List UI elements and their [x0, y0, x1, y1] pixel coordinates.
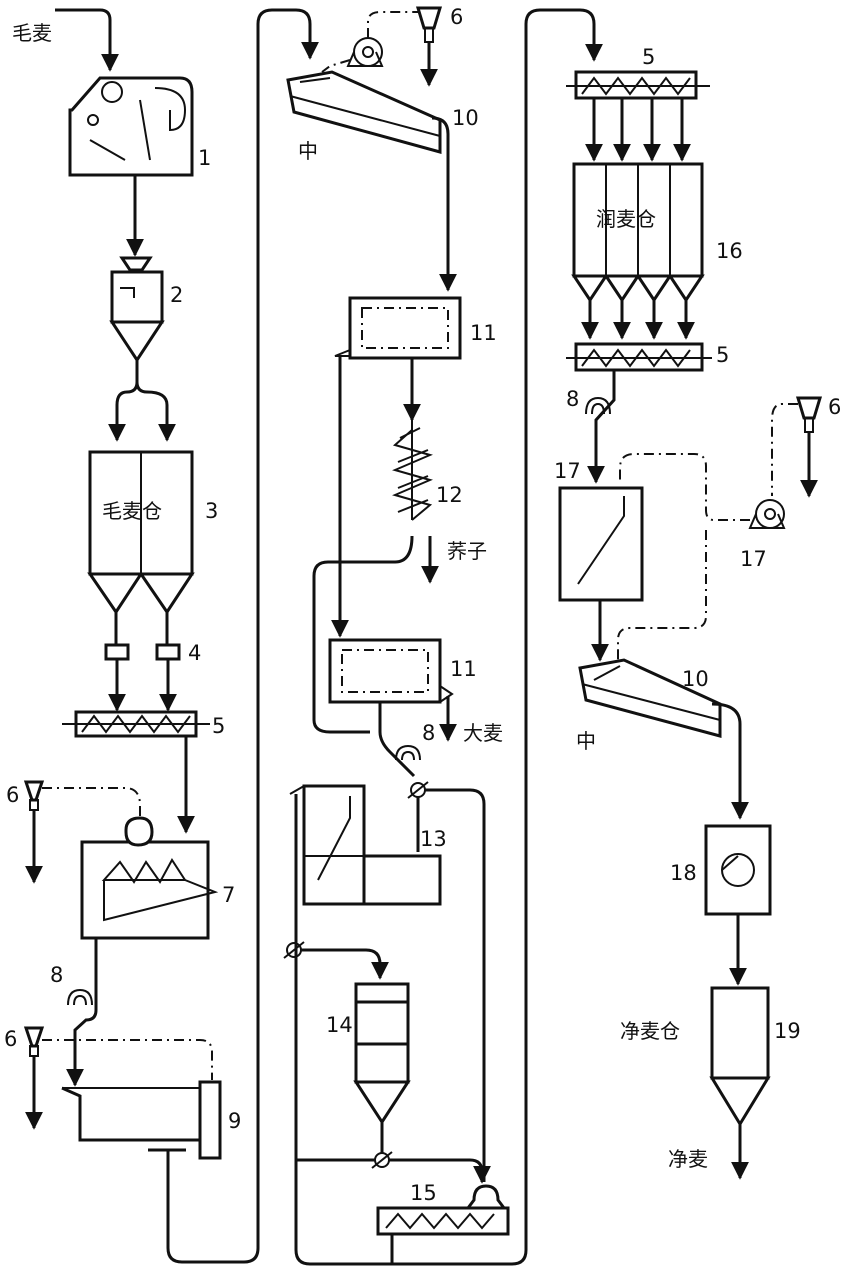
label-5a: 5: [212, 714, 225, 738]
flow-12-down: [312, 535, 414, 734]
air-6d-fan: [771, 403, 798, 496]
air-fan-10b: [617, 530, 707, 660]
machine-1-separator: [68, 76, 194, 177]
label-8b: 8: [422, 721, 435, 745]
label-16: 16: [716, 239, 743, 263]
valve-15-top-bar: [371, 1151, 393, 1169]
machine-17-separator: [558, 486, 644, 602]
air-fan-to-6c: [367, 11, 418, 38]
cyclone-6d: [795, 396, 823, 498]
label-6b: 6: [4, 1027, 17, 1051]
tempering-bin-label: 润麦仓: [596, 207, 656, 231]
machine-10a-scourer: [286, 70, 450, 154]
screw-conveyor-5-bottom: [566, 342, 712, 372]
label-1: 1: [198, 146, 211, 170]
magnet-8b-icon: [395, 744, 421, 761]
label-15: 15: [410, 1181, 437, 1205]
machine-2-scale: [109, 256, 165, 363]
clean-wheat-output-label: 净麦: [668, 1147, 708, 1171]
screw-conveyor-5-left: [62, 710, 210, 738]
raw-wheat-input-label: 毛麦: [12, 21, 52, 45]
label-11a: 11: [470, 321, 497, 345]
clean-wheat-bin-19: [709, 986, 771, 1127]
air-fan-to-10: [321, 59, 351, 73]
flow-9-to-10: [166, 8, 319, 1264]
cyclone-6b: [23, 1026, 45, 1130]
machine-11b-separator: [328, 638, 454, 704]
label-3: 3: [205, 499, 218, 523]
flow-11b-13: [378, 702, 416, 778]
label-4: 4: [188, 641, 201, 665]
label-7: 7: [222, 883, 235, 907]
machine-14-bin: [353, 982, 411, 1125]
label-10b: 10: [682, 667, 709, 691]
marker-mid-b: 中: [576, 729, 596, 753]
valve-13-top-bar: [407, 781, 429, 799]
label-2: 2: [170, 283, 183, 307]
feeder-4b: [155, 643, 181, 661]
machine-13-separator: [289, 784, 442, 906]
feeder-4a: [104, 643, 130, 661]
air-6a-7: [42, 787, 141, 820]
label-6c: 6: [450, 5, 463, 29]
tempering-bin-16: [571, 162, 705, 303]
valve-14-top-bar: [283, 941, 305, 959]
label-19: 19: [774, 1019, 801, 1043]
raw-wheat-bin-label: 毛麦仓: [102, 499, 162, 523]
air-fan-17: [619, 453, 750, 521]
label-17b: 17: [740, 547, 767, 571]
flow-15-to-right: [294, 8, 603, 1266]
cyclone-6a: [23, 780, 45, 884]
label-8c: 8: [566, 387, 579, 411]
flow-2-3b: [135, 381, 176, 442]
label-10a: 10: [452, 106, 479, 130]
barley-output-label: 大麦: [463, 721, 503, 745]
raw-wheat-input-line: [55, 8, 119, 72]
label-11b: 11: [450, 657, 477, 681]
screw-conveyor-5-top: [566, 70, 710, 100]
label-17a: 17: [554, 459, 581, 483]
label-14: 14: [326, 1013, 353, 1037]
label-13: 13: [420, 827, 447, 851]
flow-2-3: [108, 360, 139, 442]
machine-12-spiral-separator: [392, 420, 433, 521]
machine-11a-separator: [334, 296, 462, 360]
cyclone-6c: [415, 6, 443, 87]
flow-7-9b: [66, 1009, 98, 1087]
label-6d: 6: [828, 395, 841, 419]
label-5c: 5: [716, 343, 729, 367]
machine-7-separator: [80, 816, 219, 940]
marker-mid-a: 中: [298, 139, 318, 163]
flow-valve-15-right: [389, 1158, 491, 1184]
magnet-8a-icon: [67, 988, 93, 1006]
flow-5c-17: [587, 370, 616, 484]
label-6a: 6: [6, 783, 19, 807]
label-18: 18: [670, 861, 697, 885]
clean-wheat-bin-label: 净麦仓: [620, 1019, 680, 1043]
label-5b: 5: [642, 45, 655, 69]
buckwheat-output-label: 荞子: [447, 539, 487, 563]
label-12: 12: [436, 483, 463, 507]
label-9: 9: [228, 1109, 241, 1133]
fan-17b: [748, 499, 786, 529]
machine-18-brusher: [704, 824, 772, 916]
fan-6c: [346, 37, 384, 67]
screw-conveyor-15: [376, 1184, 510, 1236]
flow-valve-15: [425, 788, 486, 1182]
machine-9-washer: [61, 1080, 222, 1160]
air-6b-9: [42, 1039, 213, 1080]
label-8a: 8: [50, 963, 63, 987]
magnet-8c-icon: [585, 396, 611, 415]
raw-wheat-bin-3: [87, 450, 195, 615]
flow-valve-14: [301, 948, 389, 980]
machine-10b-scourer: [578, 658, 749, 820]
